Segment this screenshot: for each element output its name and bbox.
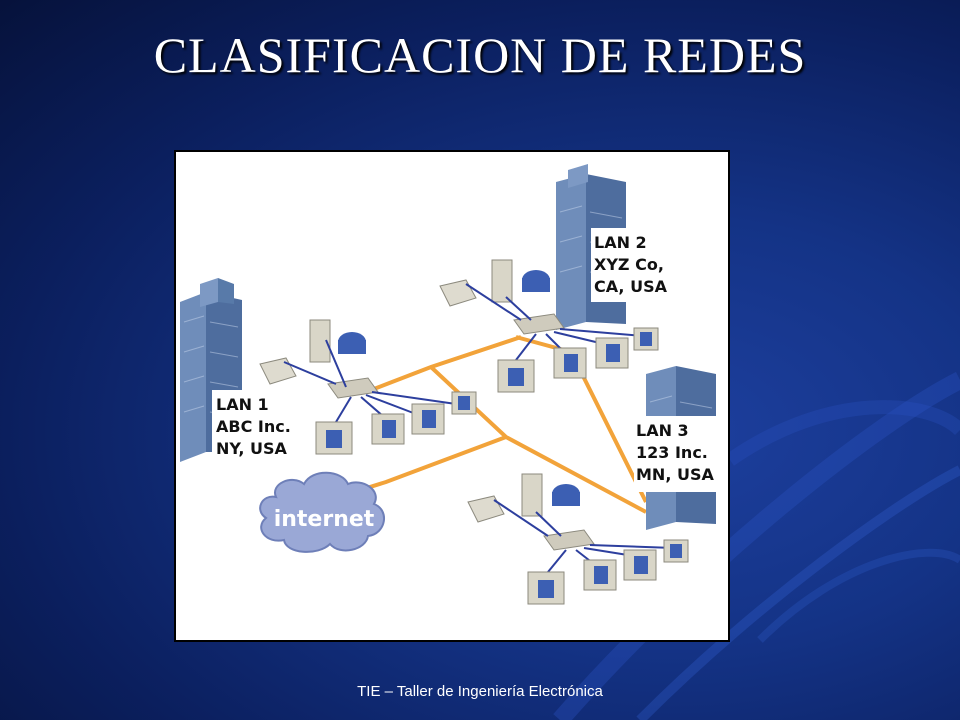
lan2-building	[556, 164, 671, 330]
lan1-building	[180, 278, 294, 464]
lan1-company: ABC Inc.	[216, 417, 291, 436]
lan2-name: LAN 2	[594, 233, 647, 252]
lan3-equipment	[467, 473, 689, 605]
slide-title: CLASIFICACION DE REDES	[153, 27, 807, 83]
internet-label: internet	[274, 507, 375, 532]
lan3-building	[634, 366, 724, 530]
lan3-location: MN, USA	[636, 465, 714, 484]
lan1-equipment	[259, 319, 477, 455]
internet-cloud	[259, 471, 385, 553]
lan1-location: NY, USA	[216, 439, 287, 458]
network-diagram: internet LAN 1 ABC Inc. NY, USA LAN 2 XY…	[174, 150, 730, 642]
lan1-name: LAN 1	[216, 395, 269, 414]
lan2-equipment	[439, 259, 659, 393]
lan3-name: LAN 3	[636, 421, 689, 440]
lan2-company: XYZ Co,	[594, 255, 664, 274]
network-diagram-svg: internet LAN 1 ABC Inc. NY, USA LAN 2 XY…	[180, 164, 724, 605]
lan2-location: CA, USA	[594, 277, 668, 296]
lan3-company: 123 Inc.	[636, 443, 708, 462]
slide-footer: TIE – Taller de Ingeniería Electrónica	[357, 683, 603, 700]
